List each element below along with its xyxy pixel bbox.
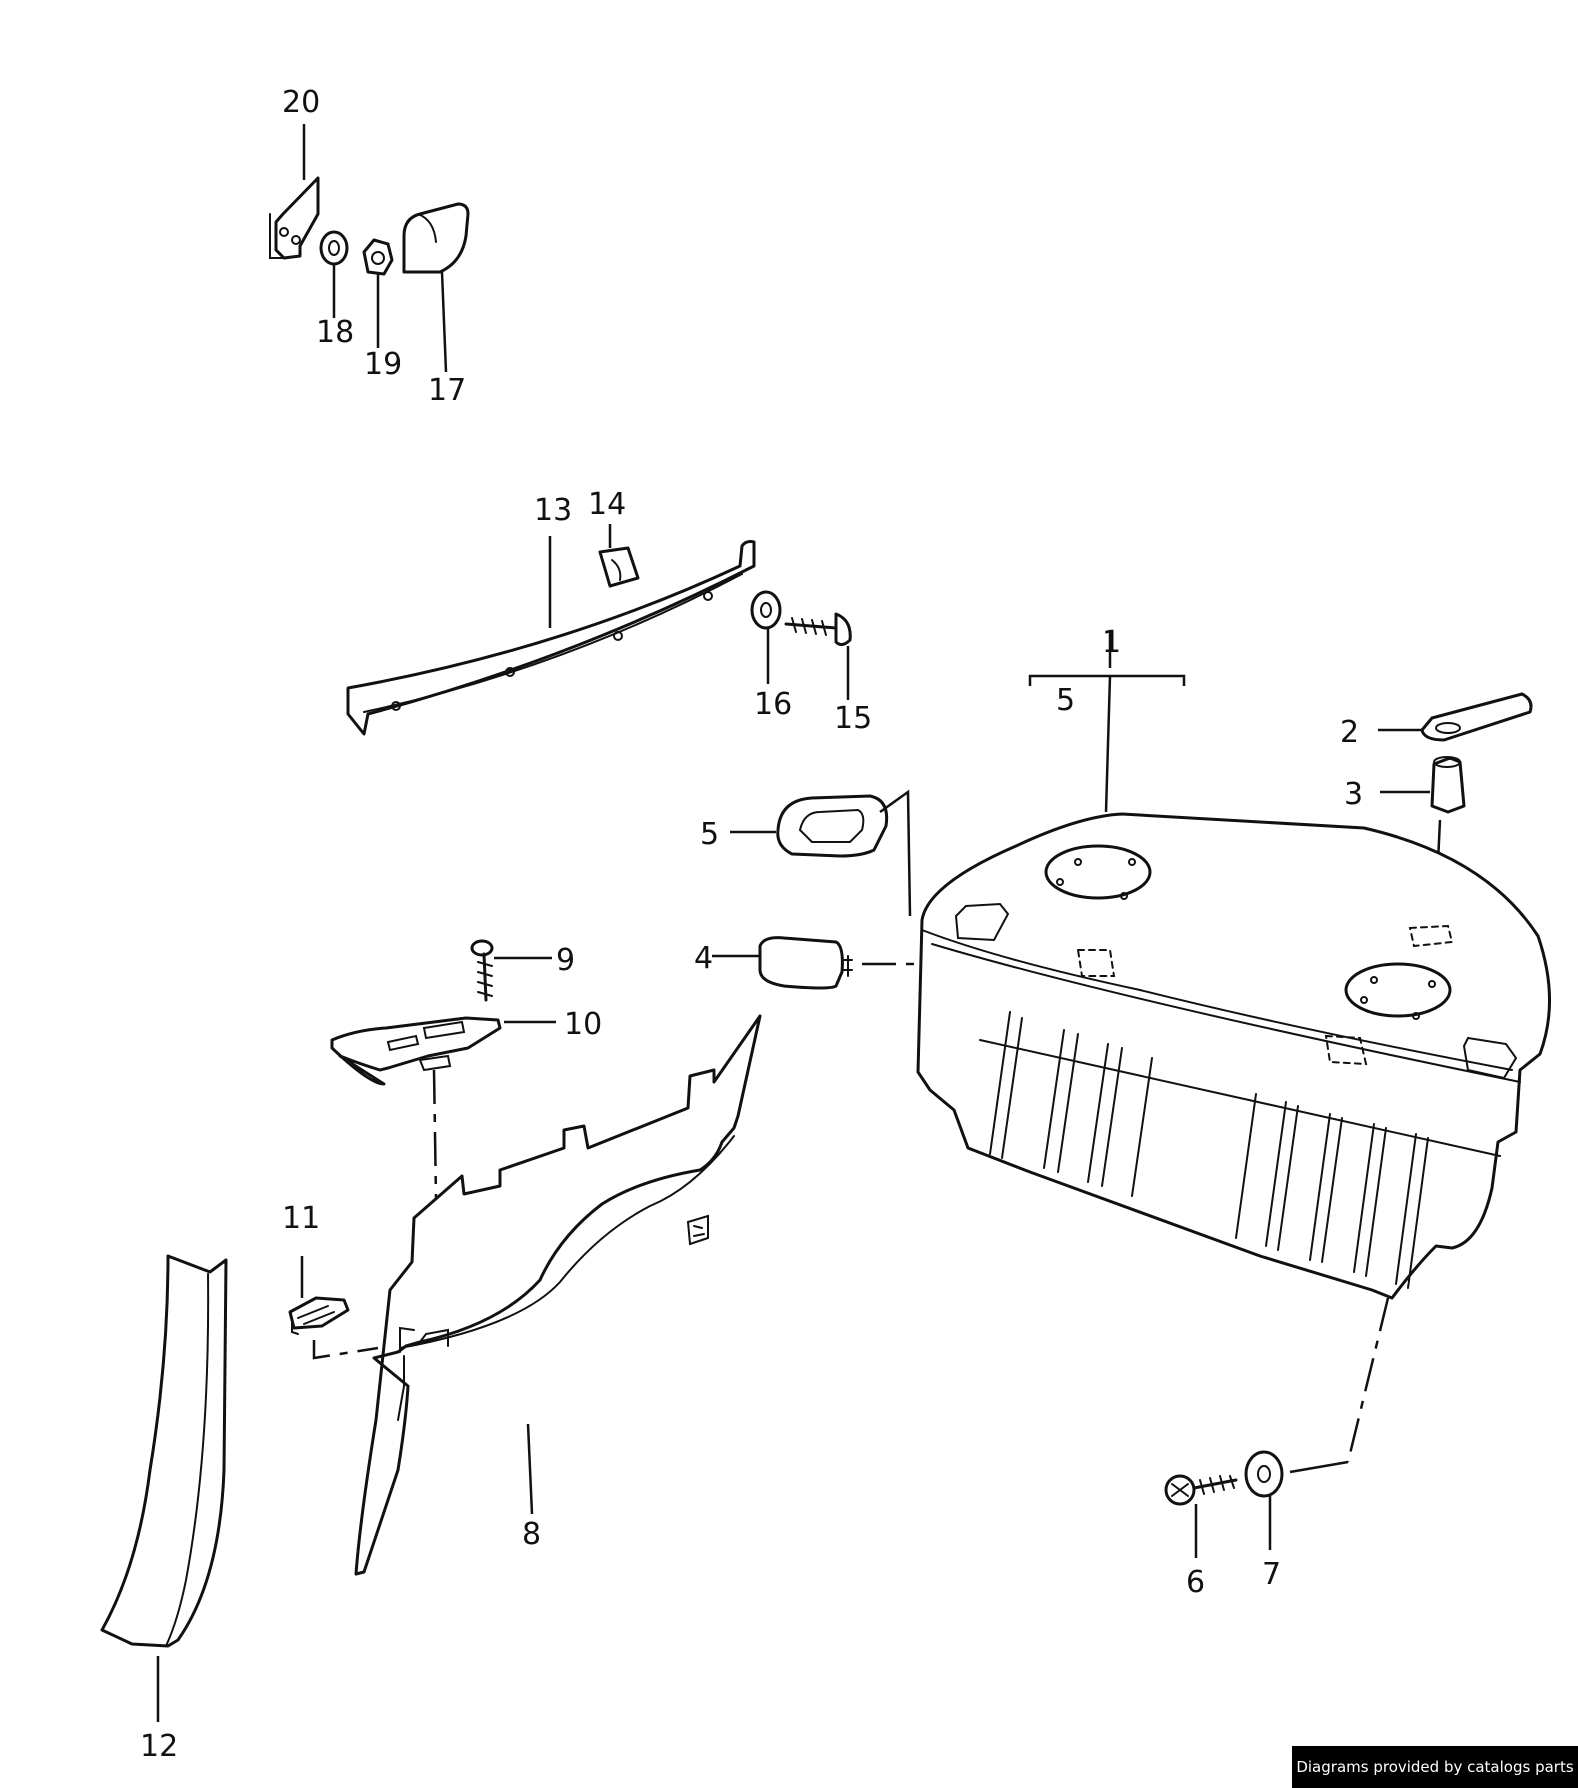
callout-3: 3 — [1344, 777, 1363, 812]
leader-7-tail — [1289, 1460, 1349, 1474]
callout-16: 16 — [754, 687, 792, 722]
part-1-parcel-shelf — [916, 812, 1551, 1300]
part-13-rail — [346, 540, 756, 736]
part-2-clip — [1420, 692, 1533, 742]
leader-17 — [440, 271, 448, 373]
dashline-7 — [1346, 1297, 1390, 1463]
callout-5-header: 5 — [1056, 683, 1075, 718]
part-18-washer — [319, 230, 349, 266]
part-8-side-panel — [354, 1014, 762, 1576]
callout-18: 18 — [316, 315, 354, 350]
callout-12: 12 — [140, 1729, 178, 1764]
callout-7: 7 — [1262, 1557, 1281, 1592]
credit-banner: Diagrams provided by catalogs parts — [1292, 1746, 1578, 1788]
callout-8: 8 — [522, 1517, 541, 1552]
part-5-grommet — [776, 794, 889, 858]
callout-6: 6 — [1186, 1565, 1205, 1600]
part-3-buffer — [1430, 756, 1466, 814]
part-20-bracket — [269, 176, 320, 260]
part-10-bracket — [330, 1016, 502, 1086]
callout-1: 1 — [1102, 625, 1121, 660]
callout-5: 5 — [700, 817, 719, 852]
part-15-screw — [784, 612, 852, 647]
part-11-clip — [288, 1296, 350, 1335]
part-6-screw — [1164, 1474, 1238, 1506]
callout-10: 10 — [564, 1007, 602, 1042]
part-7-washer — [1244, 1450, 1284, 1498]
part-19-nut — [362, 238, 394, 276]
callout-15: 15 — [834, 701, 872, 736]
callout-19: 19 — [364, 347, 402, 382]
dashline-11 — [312, 1340, 379, 1360]
callout-20: 20 — [282, 85, 320, 120]
part-16-washer — [750, 590, 782, 630]
callout-9: 9 — [556, 943, 575, 978]
callout-11: 11 — [282, 1201, 320, 1236]
part-4-light — [758, 936, 853, 990]
callout-13: 13 — [534, 493, 572, 528]
callout-17: 17 — [428, 373, 466, 408]
callout-4: 4 — [694, 941, 713, 976]
part-17-cover — [402, 202, 470, 274]
leader-8 — [526, 1423, 534, 1515]
part-12-pillar-trim — [100, 1254, 228, 1648]
leader-5b — [879, 789, 912, 917]
group-bracket-1 — [1028, 630, 1186, 813]
callout-2: 2 — [1340, 715, 1359, 750]
callout-14: 14 — [588, 487, 626, 522]
part-9-screw — [470, 939, 494, 1002]
part-14-clip — [598, 546, 640, 588]
